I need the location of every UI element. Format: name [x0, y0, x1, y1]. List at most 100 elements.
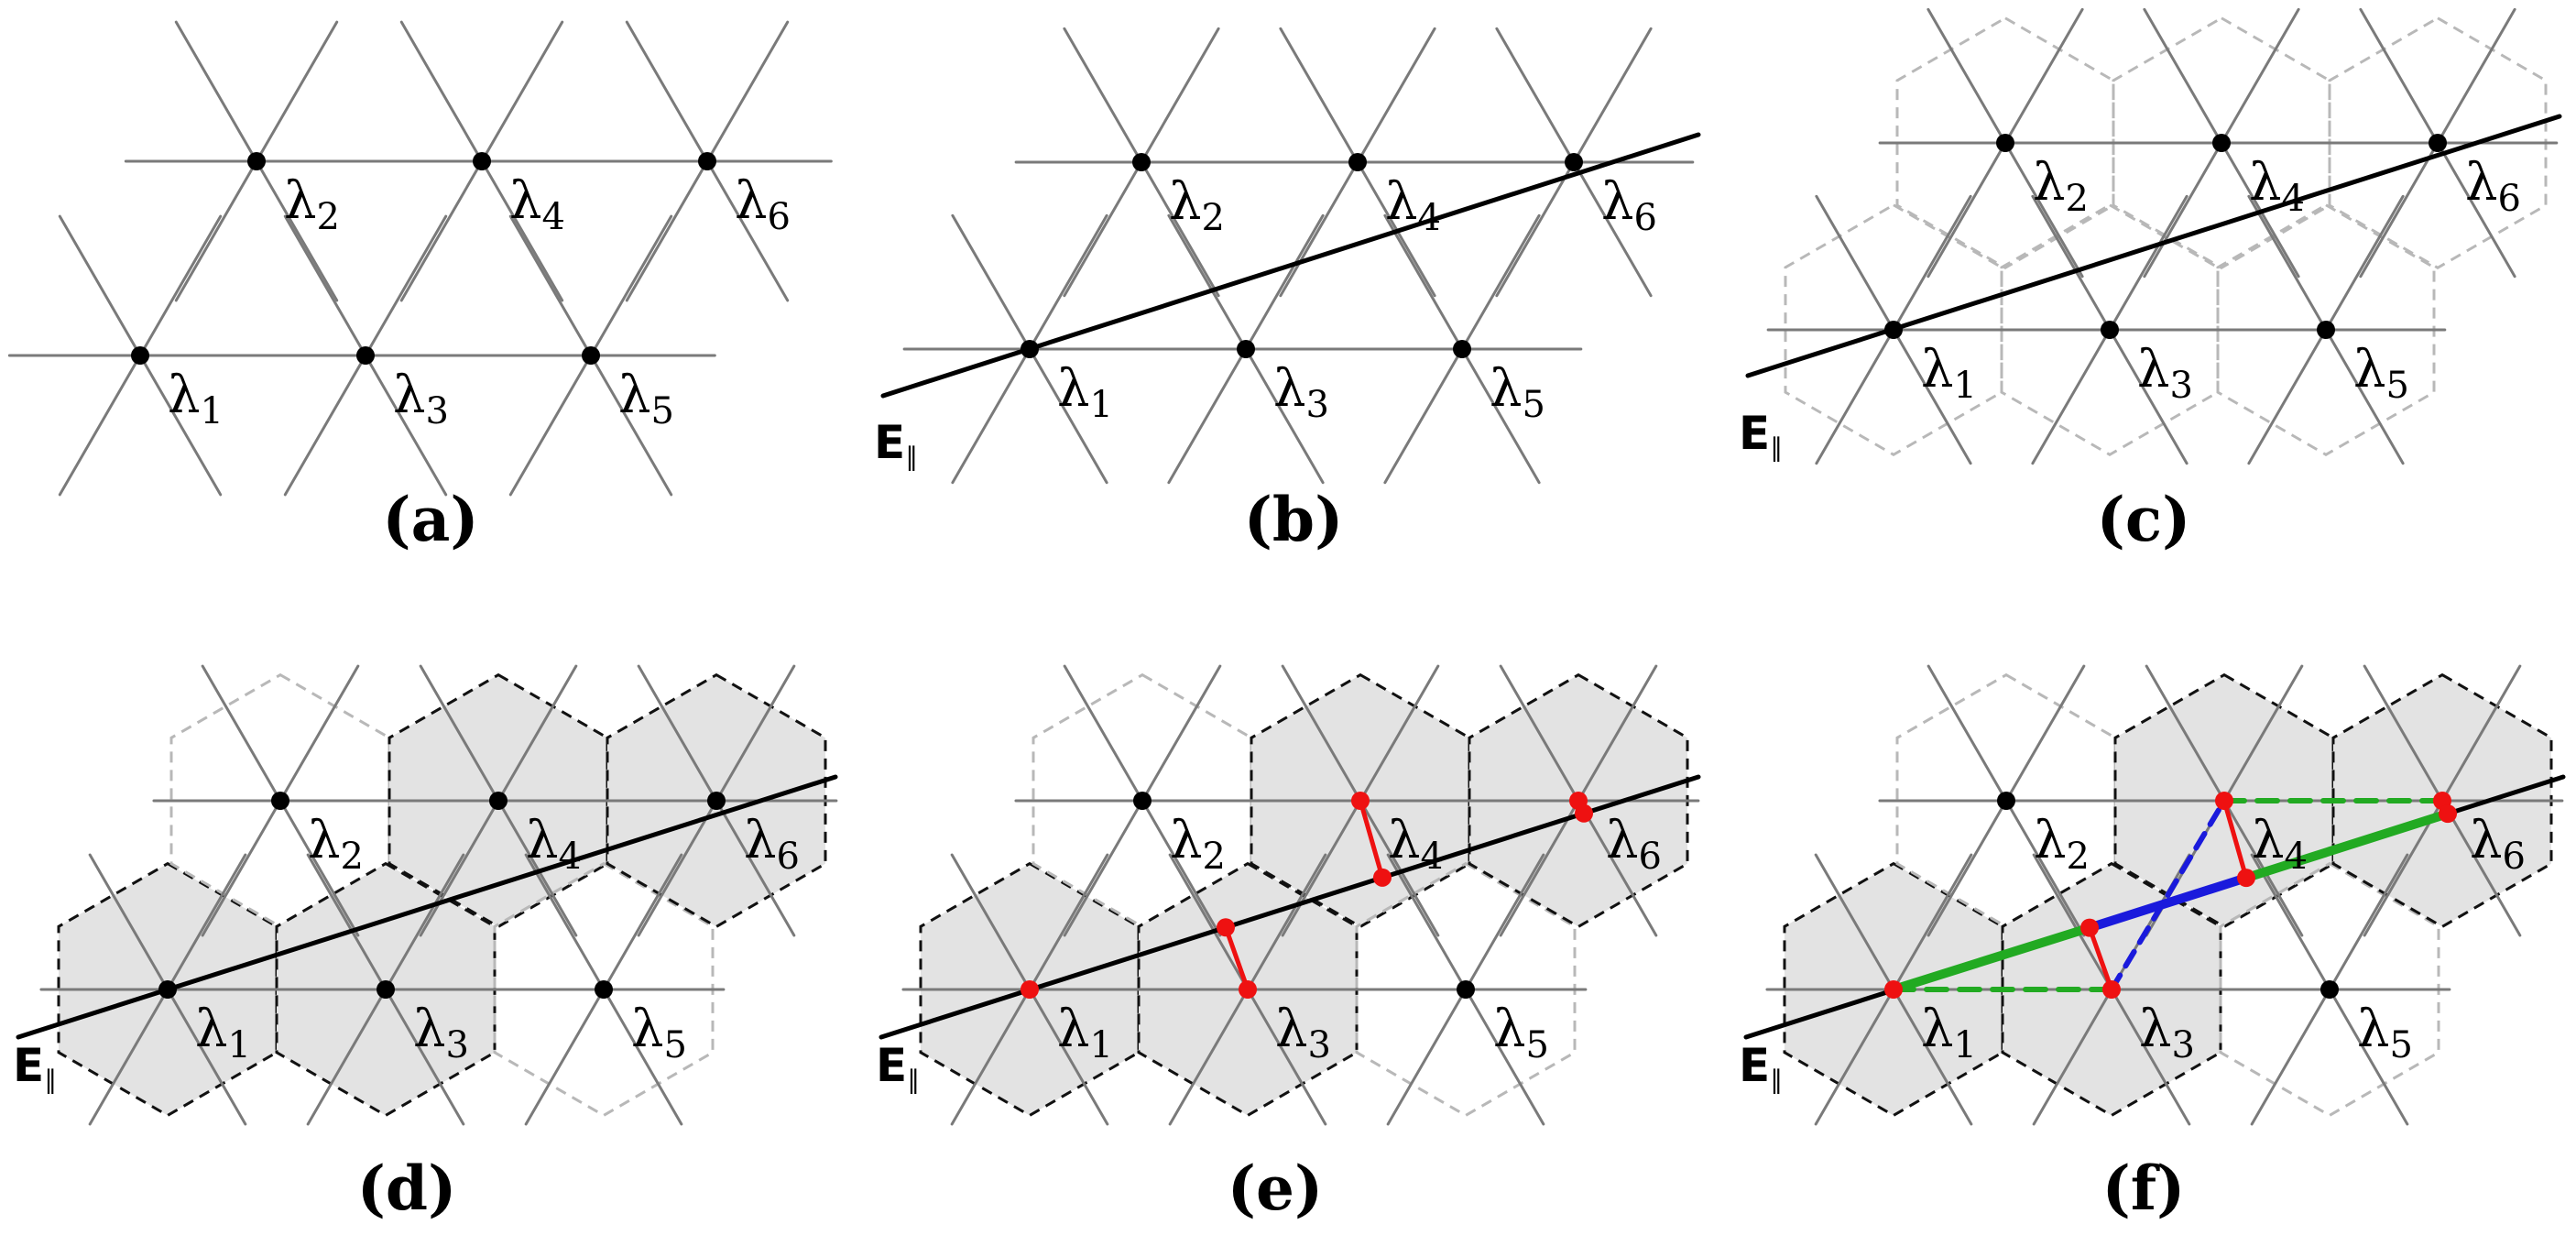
blue-dashed [2109, 798, 2227, 992]
red-projection [1223, 924, 1250, 992]
lattice-point [473, 152, 491, 170]
lattice-point [2101, 321, 2119, 339]
e-parallel-label: E∥ [876, 1039, 920, 1095]
voronoi-hexagon [2000, 203, 2220, 456]
red-point [1239, 980, 1257, 999]
lambda-label: λ6 [1606, 811, 1662, 878]
voronoi-hexagon [169, 672, 391, 929]
voronoi-hexagon [1895, 16, 2115, 269]
lambda-label: λ5 [1493, 1000, 1549, 1066]
lambda-label: λ1 [168, 366, 224, 432]
red-projection [1358, 798, 1385, 880]
green-segment [1889, 923, 2094, 994]
lambda-label: λ6 [735, 171, 791, 238]
lambda-label: λ6 [1601, 172, 1657, 239]
lattice-point [356, 346, 375, 365]
red-point [2439, 804, 2457, 824]
lambda-label: λ2 [1170, 811, 1226, 878]
lattice-point [1996, 134, 2014, 152]
lambda-label: λ6 [2470, 811, 2526, 878]
lambda-label: λ3 [1275, 1000, 1331, 1066]
lattice-point [489, 792, 508, 810]
lambda-label: λ3 [413, 1000, 469, 1066]
lambda-label: λ5 [2357, 1000, 2413, 1066]
lattice-point [1237, 340, 1255, 358]
lattice-point [707, 792, 726, 810]
blue-segment [2085, 873, 2251, 933]
panel-b: λ1 λ2 λ3 λ4 λ5 λ6E∥ (b) [874, 27, 1701, 555]
lattice-point [1453, 340, 1471, 358]
lattice-point [1021, 340, 1039, 358]
e-parallel-line [1745, 114, 2562, 378]
e-parallel-line [16, 774, 838, 1040]
voronoi-hexagon [2216, 203, 2436, 456]
panel-label: (e) [1228, 1153, 1323, 1224]
lambda-label: λ1 [1057, 1000, 1113, 1066]
red-point [2215, 792, 2233, 810]
voronoi-hexagon [1784, 203, 2003, 456]
voronoi-hexagon [2112, 16, 2331, 269]
red-point [1217, 918, 1235, 937]
lattice-point [2317, 321, 2335, 339]
voronoi-hexagon [1355, 861, 1577, 1118]
lambda-label: λ3 [1273, 359, 1329, 426]
lambda-label: λ2 [2034, 811, 2090, 878]
voronoi-hexagon [2219, 861, 2440, 1118]
lambda-label: λ3 [2139, 1000, 2195, 1066]
lattice-point [698, 152, 716, 170]
lattice-point [1133, 792, 1152, 810]
lattice-point [1565, 153, 1583, 171]
voronoi-hexagon [1895, 672, 2117, 929]
lattice-point [2212, 134, 2231, 152]
lambda-label: λ5 [618, 366, 674, 432]
panel-label: (b) [1244, 484, 1344, 555]
lambda-label: λ5 [1490, 359, 1545, 426]
red-projection [2087, 925, 2114, 992]
lambda-label: λ4 [1388, 811, 1444, 878]
lattice-point [377, 980, 395, 999]
lambda-label: λ5 [631, 1000, 687, 1066]
e-parallel-line [879, 774, 1701, 1040]
lambda-label: λ4 [509, 171, 565, 238]
lattice-point [1348, 153, 1367, 171]
lattice-point [131, 346, 149, 365]
lambda-label: λ1 [1921, 340, 1977, 407]
lattice-point [271, 792, 289, 810]
lattice-point [2320, 980, 2339, 999]
lambda-label: λ1 [195, 1000, 251, 1066]
lambda-label: λ2 [308, 811, 364, 878]
lambda-label: λ5 [2353, 340, 2409, 407]
lattice-point [582, 346, 600, 365]
lambda-label: λ4 [2249, 153, 2305, 220]
red-point [1884, 980, 1903, 999]
voronoi-hexagon [2328, 16, 2548, 269]
lattice-point [1997, 792, 2015, 810]
lattice-point [247, 152, 266, 170]
e-parallel-label: E∥ [1739, 1039, 1783, 1095]
panel-f: λ1 λ2 λ3 λ4 λ5 λ6E∥ (f) [1739, 664, 2566, 1224]
lambda-label: λ1 [1921, 1000, 1977, 1066]
panel-label: (c) [2097, 484, 2191, 555]
red-point [1575, 803, 1593, 823]
lambda-label: λ2 [1169, 172, 1225, 239]
lattice-point [1457, 980, 1475, 999]
green-segment [2242, 809, 2452, 883]
lambda-label: λ6 [744, 811, 800, 878]
lambda-label: λ4 [1385, 172, 1441, 239]
lambda-label: λ1 [1057, 359, 1113, 426]
panel-label: (a) [382, 484, 478, 555]
red-point [2080, 918, 2099, 937]
e-parallel-label: E∥ [874, 416, 918, 472]
lambda-label: λ3 [393, 366, 449, 432]
panel-label: (f) [2102, 1153, 2186, 1224]
red-point [1021, 980, 1039, 999]
voronoi-hexagon [1031, 672, 1253, 929]
red-point [2237, 869, 2255, 888]
lambda-label: λ4 [2252, 811, 2308, 878]
red-projection [2221, 798, 2249, 880]
panel-label: (d) [357, 1153, 457, 1224]
lattice-point [1884, 321, 1903, 339]
